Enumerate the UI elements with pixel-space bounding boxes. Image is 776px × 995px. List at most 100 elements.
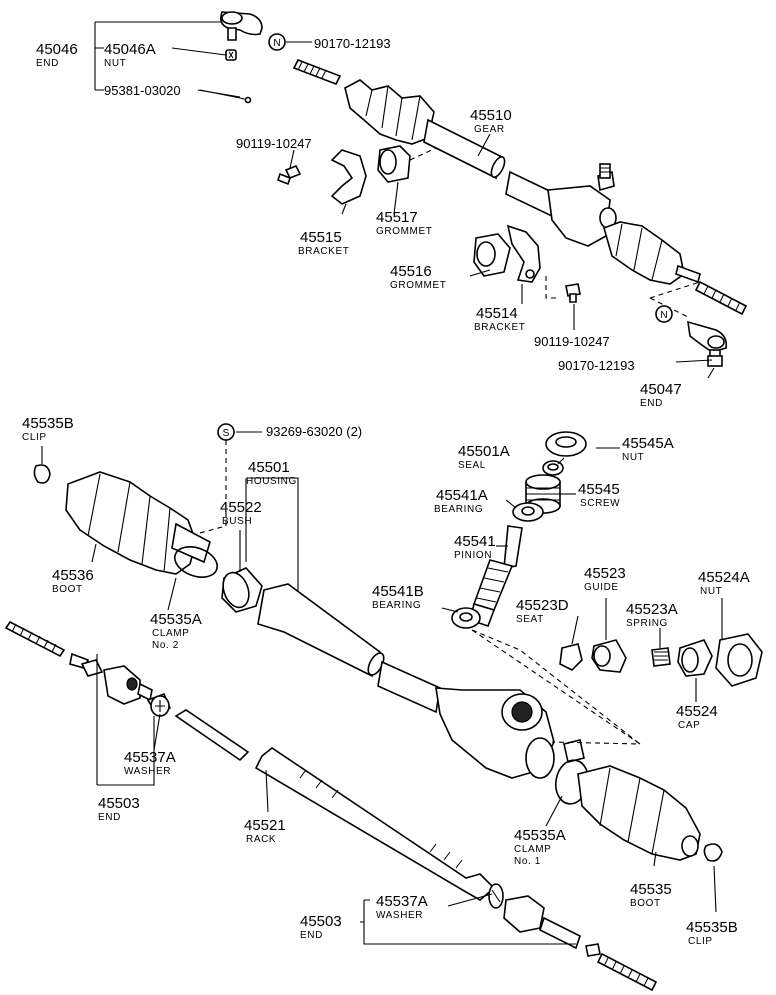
label-45503-top-num: 45503 [98, 795, 140, 812]
label-45535A-no1-name: CLAMP [514, 844, 551, 855]
gear-housing-top [423, 118, 617, 247]
label-45517-num: 45517 [376, 209, 418, 226]
clip-right [703, 843, 723, 862]
boot-left-top [344, 79, 435, 145]
label-45545-name: SCREW [580, 498, 620, 509]
clip-left [33, 464, 51, 484]
bolt-bottom [565, 283, 581, 303]
label-45545A-name: NUT [622, 452, 644, 463]
label-45535B-top-num: 45535B [22, 415, 74, 432]
tie-rod-end-right [687, 320, 728, 367]
clamp-no2 [173, 546, 219, 578]
label-45535B-bottom-num: 45535B [686, 919, 738, 936]
n-badge-1-text: N [273, 38, 280, 49]
label-45545A-num: 45545A [622, 435, 674, 452]
label-45535A-no1-sub: No. 1 [514, 856, 541, 867]
bracket-45514 [506, 224, 541, 283]
boot-45536 [65, 471, 211, 575]
label-45523A-num: 45523A [626, 601, 678, 618]
label-45517-name: GROMMET [376, 226, 432, 237]
grommet-45516 [473, 233, 511, 277]
label-45523A-name: SPRING [626, 618, 668, 629]
label-45537A-top-name: WASHER [124, 766, 171, 777]
label-45516-name: GROMMET [390, 280, 446, 291]
bracket-45515 [330, 149, 367, 205]
label-45047-num: 45047 [640, 381, 682, 398]
label-45537A-bottom-num: 45537A [376, 893, 428, 910]
label-45535B-bottom-name: CLIP [688, 936, 713, 947]
label-45545-num: 45545 [578, 481, 620, 498]
label-45522-name: BUSH [222, 516, 252, 527]
label-45524-name: CAP [678, 720, 700, 731]
n-badge-2 [655, 305, 673, 323]
label-45541B-name: BEARING [372, 600, 421, 611]
label-45046-num: 45046 [36, 41, 78, 58]
s-badge-text: S [223, 428, 230, 439]
label-45501-num: 45501 [248, 459, 290, 476]
label-45523D-num: 45523D [516, 597, 569, 614]
label-45515-num: 45515 [300, 229, 342, 246]
label-45535-name: BOOT [630, 898, 661, 909]
boot-45535 [577, 765, 701, 861]
guide-45523 [591, 639, 627, 673]
bush-45522 [221, 567, 263, 613]
label-45047-name: END [640, 398, 663, 409]
label-45523-name: GUIDE [584, 582, 619, 593]
label-45515-name: BRACKET [298, 246, 349, 257]
label-95381-num: 95381-03020 [104, 83, 181, 98]
label-45510-num: 45510 [470, 107, 512, 124]
cap-45524 [677, 639, 713, 677]
label-45535A-no2-num: 45535A [150, 611, 202, 628]
label-45535A-no1-num: 45535A [514, 827, 566, 844]
label-45537A-top-num: 45537A [124, 749, 176, 766]
seat-45523D [559, 643, 583, 671]
bolt-top [277, 164, 302, 186]
label-45503-bottom-name: END [300, 930, 323, 941]
n-badge-2-text: N [660, 310, 667, 321]
label-45501A-num: 45501A [458, 443, 510, 460]
label-45046-name: END [36, 58, 59, 69]
labels: 45046 END 45046A NUT 90170-12193 95381-0… [22, 36, 750, 947]
label-90119a-num: 90119-10247 [236, 136, 312, 151]
label-45524-num: 45524 [676, 703, 718, 720]
label-45510-name: GEAR [474, 124, 505, 135]
label-45535A-no2-name: CLAMP [152, 628, 189, 639]
nut-45524A [715, 633, 763, 687]
label-45524A-num: 45524A [698, 569, 750, 586]
label-45521-num: 45521 [244, 817, 286, 834]
threaded-end-top [292, 58, 342, 86]
label-90119b-num: 90119-10247 [534, 334, 610, 349]
label-45521-name: RACK [246, 834, 276, 845]
label-45535-num: 45535 [630, 881, 672, 898]
label-90170a-num: 90170-12193 [314, 36, 391, 51]
washer-left [146, 692, 172, 717]
label-45536-name: BOOT [52, 584, 83, 595]
label-45514-num: 45514 [476, 305, 518, 322]
boot-right-top [603, 221, 701, 285]
label-90170b-num: 90170-12193 [558, 358, 635, 373]
bearing-45541B [451, 607, 481, 629]
label-45541-name: PINION [454, 550, 492, 561]
label-45503-top-name: END [98, 812, 121, 823]
label-45541A-name: BEARING [434, 504, 483, 515]
label-45514-name: BRACKET [474, 322, 525, 333]
tie-rod-end-left [220, 11, 263, 61]
label-45501A-name: SEAL [458, 460, 486, 471]
bearing-45541A [512, 502, 544, 522]
label-45046A-num: 45046A [104, 41, 156, 58]
tie-rod-end-45503-left [4, 620, 153, 705]
label-45524A-name: NUT [700, 586, 722, 597]
n-badge-1 [268, 33, 286, 51]
label-45503-bottom-num: 45503 [300, 913, 342, 930]
label-45522-num: 45522 [220, 499, 262, 516]
washer-right [488, 883, 504, 909]
top-assembly: N N [94, 11, 748, 379]
housing-45501 [257, 583, 585, 779]
label-45523D-name: SEAT [516, 614, 544, 625]
exploded-view: S [4, 423, 763, 992]
label-45535A-no2-sub: No. 2 [152, 640, 179, 651]
rack-45521 [174, 709, 496, 901]
spring-45523A [651, 647, 671, 667]
label-45541-num: 45541 [454, 533, 496, 550]
label-45537A-bottom-name: WASHER [376, 910, 423, 921]
